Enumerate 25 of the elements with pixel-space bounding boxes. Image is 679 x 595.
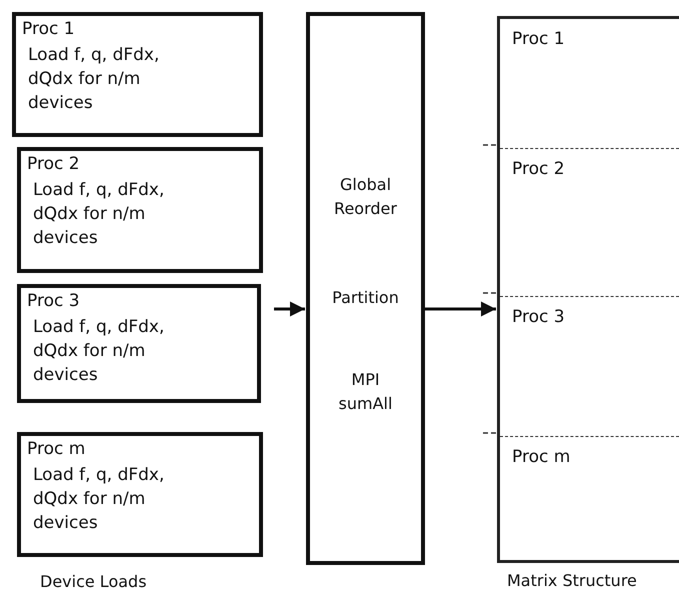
arrow [425, 302, 496, 316]
load-description: Load f, q, dFdx, dQdx for n/m devices [33, 179, 166, 250]
proc-heading: Proc 2 [27, 153, 81, 175]
step-label: MPI sumAll [338, 369, 394, 415]
step-label: Global Reorder [333, 174, 398, 220]
proc-heading: Proc m [512, 447, 570, 467]
proc-heading: Proc 3 [512, 307, 565, 327]
process-box [17, 284, 261, 403]
load-description: Load f, q, dFdx, dQdx for n/m devices [33, 316, 166, 387]
proc-heading: Proc 2 [512, 159, 565, 179]
process-box [17, 432, 263, 557]
load-description: Load f, q, dFdx, dQdx for n/m devices [33, 464, 166, 535]
proc-heading: Proc 3 [27, 290, 81, 312]
process-column [306, 12, 425, 565]
group-caption: Device Loads [40, 572, 147, 591]
process-box [17, 147, 263, 273]
matrix-caption: Matrix Structure [507, 571, 637, 590]
arrow [274, 302, 305, 316]
proc-heading: Proc 1 [22, 18, 76, 40]
matrix-box [497, 16, 679, 563]
proc-heading: Proc 1 [512, 29, 565, 49]
proc-heading: Proc m [27, 438, 86, 460]
load-description: Load f, q, dFdx, dQdx for n/m devices [28, 44, 160, 115]
step-label: Partition [331, 287, 400, 309]
process-box [12, 12, 263, 137]
